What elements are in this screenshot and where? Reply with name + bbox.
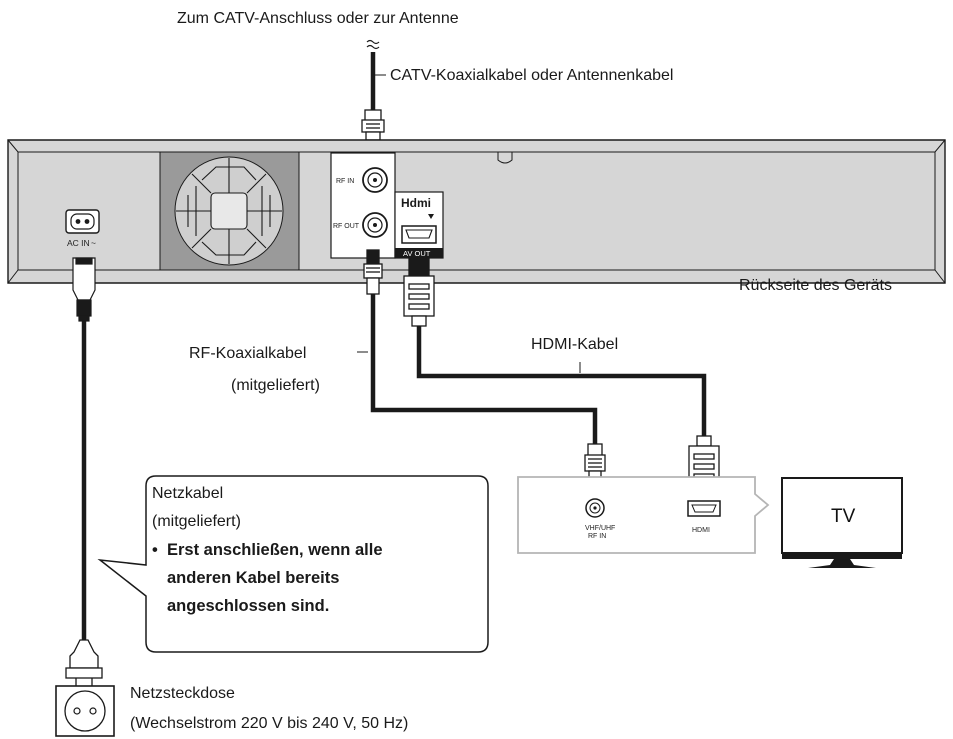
- catv-source-label: Zum CATV-Anschluss oder zur Antenne: [177, 10, 459, 27]
- tv-rf-in-label: RF IN: [588, 533, 606, 540]
- rf-cable-label: RF-Koaxialkabel: [189, 345, 306, 362]
- hdmi-plug-device: [403, 257, 435, 327]
- rf-coax-cable: [370, 294, 598, 446]
- hdmi-logo: Hdmi: [401, 196, 431, 210]
- rf-out-port-label: RF OUT: [333, 223, 360, 230]
- euro-plug: [65, 639, 103, 690]
- av-out-label: AV OUT: [403, 249, 431, 258]
- rear-of-unit-label: Rückseite des Geräts: [739, 277, 892, 294]
- power-plug-device: [72, 257, 96, 322]
- callout-subtitle: (mitgeliefert): [152, 513, 241, 530]
- outlet-spec-label: (Wechselstrom 220 V bis 240 V, 50 Hz): [130, 715, 408, 732]
- callout-line-2: anderen Kabel bereits: [167, 569, 339, 587]
- coax-plug-top: [361, 109, 385, 141]
- vhf-uhf-label: VHF/UHF: [585, 525, 615, 532]
- hdmi-cable-label: HDMI-Kabel: [531, 336, 618, 353]
- ac-tilde-label: ~: [91, 238, 96, 248]
- callout-line-3: angeschlossen sind.: [167, 597, 329, 615]
- tv-label: TV: [831, 506, 856, 527]
- antenna-wavy-icon: [366, 39, 380, 50]
- ac-in-label: AC IN: [67, 238, 90, 248]
- fan-vent: [159, 151, 300, 271]
- callout-line-1: Erst anschließen, wenn alle: [167, 541, 383, 559]
- tv-input-panel: [517, 476, 770, 554]
- hdmi-panel: [394, 191, 444, 259]
- rf-plug-device: [363, 249, 383, 295]
- outlet-label: Netzsteckdose: [130, 685, 235, 702]
- hdmi-cable: [416, 326, 707, 436]
- callout-title: Netzkabel: [152, 485, 223, 502]
- wall-outlet-icon: [55, 685, 115, 737]
- rf-panel: [330, 152, 396, 259]
- device-rear-panel: [7, 139, 946, 284]
- rf-in-port-label: RF IN: [336, 178, 354, 185]
- tv-icon: [781, 477, 903, 568]
- rf-cable-supplied-label: (mitgeliefert): [231, 377, 320, 394]
- tv-hdmi-label: HDMI: [692, 527, 710, 534]
- ac-in-socket: [65, 209, 100, 234]
- catv-cable-label: CATV-Koaxialkabel oder Antennenkabel: [390, 67, 673, 84]
- callout-bullet: •: [152, 541, 158, 559]
- callout-bubble: [97, 475, 489, 653]
